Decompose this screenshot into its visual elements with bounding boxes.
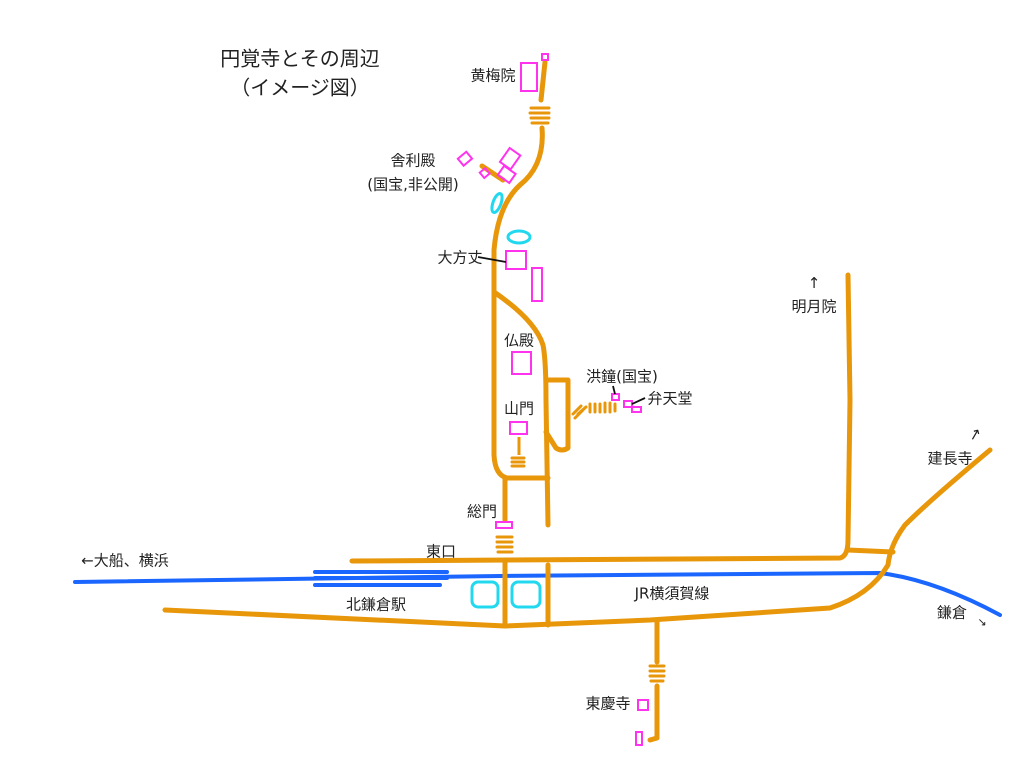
label-kosho: 洪鐘(国宝) (586, 367, 658, 386)
label-butsuden: 仏殿 (503, 331, 535, 350)
platform-line (313, 570, 449, 587)
sanmon-building (509, 421, 528, 435)
map-subtitle: （イメージ図） (230, 75, 370, 100)
label-higashiguchi: 東口 (425, 542, 457, 561)
somon-building (495, 521, 513, 529)
label-kitakamakura-station: 北鎌倉駅 (345, 595, 407, 614)
roads (162, 59, 993, 743)
label-jr-yokosuka-line: JR横須賀線 (634, 584, 710, 603)
label-bentendo: 弁天堂 (647, 389, 693, 408)
butsuden-building (511, 351, 532, 375)
stairs (495, 106, 666, 683)
label-kamakura: 鎌倉 (936, 603, 968, 622)
kosho-building (611, 393, 620, 401)
map-title: 円覚寺とその周辺 (220, 46, 380, 71)
tokeiji-building (637, 699, 649, 711)
label-sanmon: 山門 (503, 399, 535, 418)
label-daihojo: 大方丈 (437, 248, 483, 267)
label-meigetsuin: 明月院 (791, 297, 837, 316)
buildings (456, 53, 649, 746)
label-kenchoji: 建長寺 (927, 449, 973, 468)
meigetsuin-arrow-icon: ↑ (807, 274, 821, 292)
label-somon: 総門 (466, 502, 498, 521)
obaiin-building (520, 62, 538, 92)
label-shariden-note: (国宝,非公開) (367, 175, 459, 194)
label-tokeiji: 東慶寺 (585, 694, 631, 713)
bentendo-building (623, 400, 633, 408)
shariden-building (456, 150, 474, 168)
leader-lines (477, 256, 646, 405)
label-obaiin: 黄梅院 (470, 66, 516, 85)
kamakura-arrow-icon: ↘ (977, 615, 987, 629)
ponds (470, 192, 542, 609)
label-ofuna-yokohama: ←大船、横浜 (81, 551, 169, 570)
daihojo-building (505, 250, 527, 270)
label-shariden: 舎利殿 (390, 151, 436, 170)
